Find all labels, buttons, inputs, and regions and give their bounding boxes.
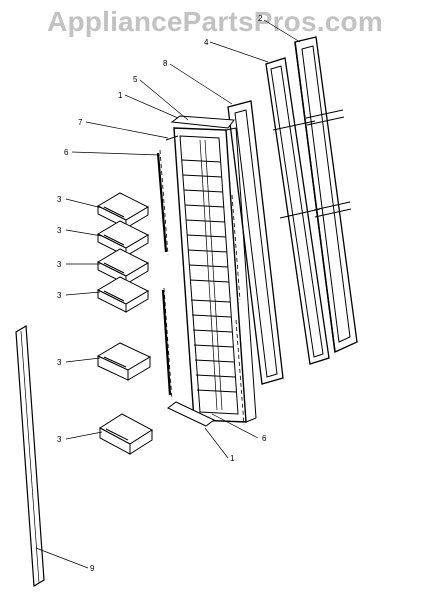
door-gasket xyxy=(265,57,330,365)
trim-strip-guides xyxy=(159,149,245,426)
callout-3: 3 xyxy=(57,226,62,235)
callout-1: 1 xyxy=(230,454,235,463)
callout-3: 3 xyxy=(57,358,62,367)
side-trim-strip xyxy=(15,324,45,588)
callout-5: 5 xyxy=(133,75,138,84)
callout-labels: 2 4 8 5 1 7 6 3 3 3 3 3 3 6 1 9 xyxy=(57,14,267,573)
callout-3: 3 xyxy=(57,291,62,300)
inner-door-frame xyxy=(227,100,284,385)
bottom-cap xyxy=(167,401,215,427)
door-bin-4 xyxy=(96,276,150,313)
trim-strips xyxy=(156,152,172,396)
callout-4: 4 xyxy=(204,38,209,47)
callout-3: 3 xyxy=(57,195,62,204)
leader-lines xyxy=(35,19,301,569)
door-bin-5 xyxy=(96,342,152,381)
callout-7: 7 xyxy=(78,118,83,127)
outer-door-panel xyxy=(294,36,358,353)
callout-1: 1 xyxy=(118,91,123,100)
callout-6: 6 xyxy=(64,148,69,157)
callout-3: 3 xyxy=(57,435,62,444)
callout-9: 9 xyxy=(90,564,95,573)
callout-8: 8 xyxy=(163,59,168,68)
door-liner xyxy=(173,127,257,423)
callout-6: 6 xyxy=(262,434,267,443)
callout-2: 2 xyxy=(258,14,263,23)
callout-3: 3 xyxy=(57,260,62,269)
door-bin-6 xyxy=(99,413,153,455)
watermark-text: AppliancePartsPros.com xyxy=(47,6,383,37)
